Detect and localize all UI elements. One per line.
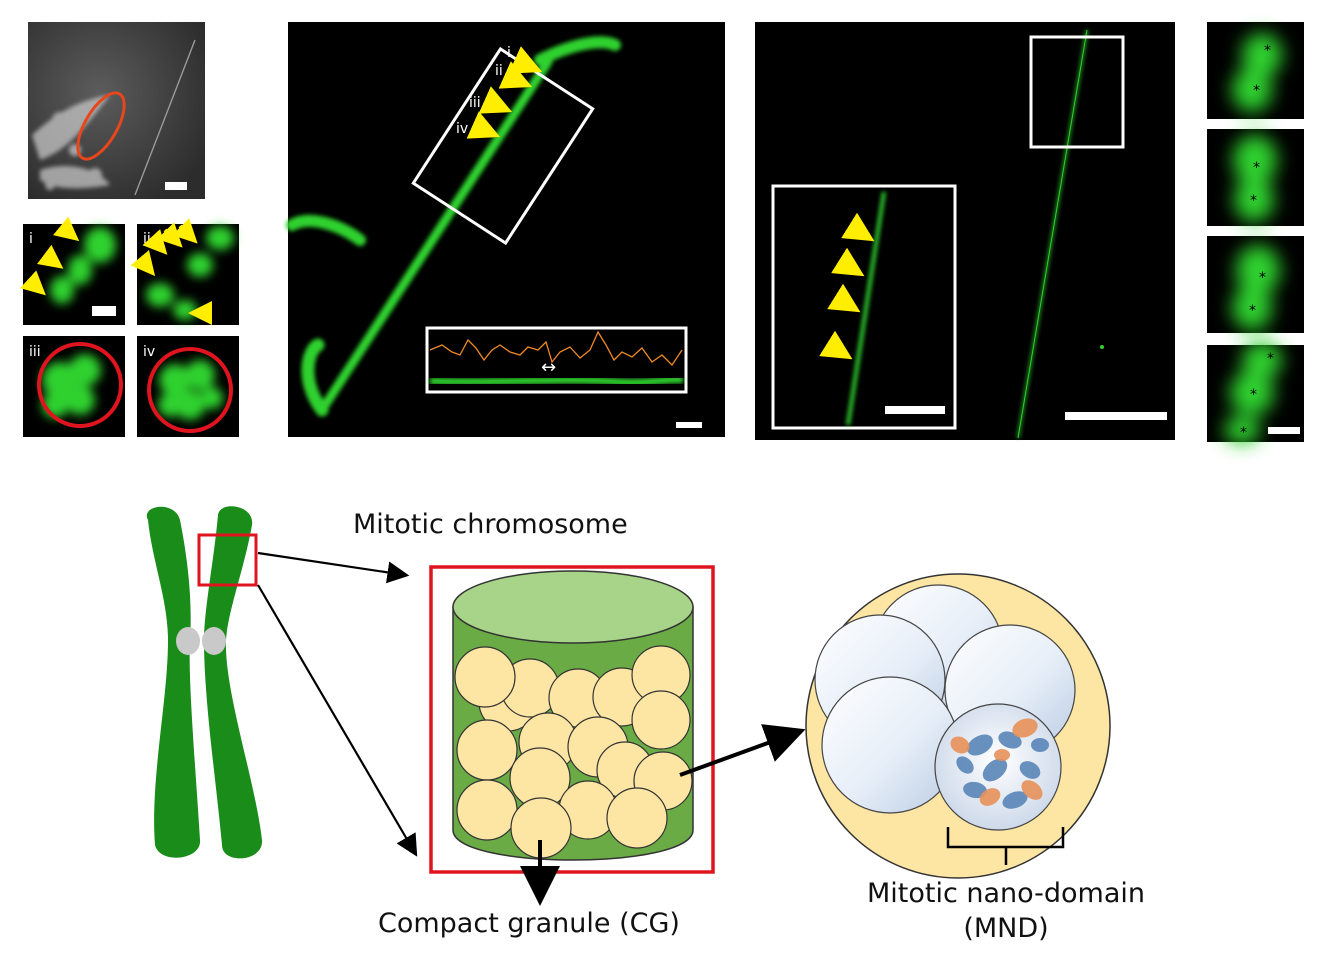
scale-bar — [92, 306, 116, 316]
scale-bar — [165, 182, 187, 190]
inset-panel-iv: iv — [137, 336, 239, 437]
chromosome-schematic — [146, 506, 263, 859]
compact-granule-label: Compact granule (CG) — [378, 908, 680, 939]
arrow-label-i: i — [507, 45, 511, 61]
cylinder-frame — [429, 565, 715, 874]
arrow-to-granule-detail — [679, 724, 806, 777]
dot-marker: * — [1253, 160, 1260, 176]
scale-bar — [1268, 427, 1300, 434]
arrow-to-cylinder — [257, 551, 410, 584]
scale-bar — [885, 406, 945, 414]
panel-label-iv: iv — [143, 344, 155, 360]
dot-marker: * — [1253, 83, 1260, 99]
inset-panel-ii: ii — [130, 218, 239, 325]
long-fiber-panel — [755, 22, 1175, 440]
granule-circle — [147, 347, 233, 433]
dot-marker: * — [1249, 303, 1256, 319]
granule-tile: * * — [1207, 129, 1304, 226]
chromosome-roi-box — [197, 533, 258, 587]
inset-panel-iii: iii — [23, 336, 125, 437]
nucleosome-cluster — [950, 718, 1049, 809]
granule-tile: * * — [1207, 22, 1304, 119]
arrow-label-iv: iv — [456, 121, 468, 137]
zoom-inset — [771, 184, 957, 430]
main-chromosome-panel: i ii iii iv ↔ — [286, 22, 725, 437]
dot-marker: * — [1240, 425, 1247, 441]
dot-marker: * — [1250, 387, 1257, 403]
cylinder-top — [452, 570, 694, 644]
arrow-to-cylinder-bottom — [257, 584, 418, 857]
overview-roi-ellipse — [76, 91, 126, 161]
granule-detail — [805, 573, 1111, 879]
profile-width-marker: ↔ — [541, 357, 556, 378]
roi-box — [1029, 35, 1125, 149]
dot-marker: * — [1267, 351, 1274, 367]
dot-marker: * — [1259, 270, 1266, 286]
overview-panel — [28, 22, 205, 199]
centromere — [202, 627, 226, 655]
panel-label-i: i — [29, 231, 33, 247]
chromatin-cylinder — [429, 565, 715, 874]
granule-circle — [37, 342, 123, 428]
granule-tiles: * * * * * * * * * — [1207, 22, 1304, 444]
mitotic-chromosome-label: Mitotic chromosome — [353, 509, 628, 540]
compact-granules — [454, 645, 693, 859]
scale-bar — [1065, 412, 1167, 420]
domain-bracket — [946, 827, 1065, 865]
panel-label-iii: iii — [29, 344, 41, 360]
intensity-profile — [429, 330, 683, 367]
dot-marker: * — [1264, 43, 1271, 59]
arrow-label-iii: iii — [469, 95, 481, 111]
scale-bar — [676, 422, 702, 428]
inset-panel-i: i — [20, 216, 125, 325]
mnd-label-line2: (MND) — [963, 913, 1048, 944]
roi-box — [411, 46, 595, 246]
mnd-label-line1: Mitotic nano-domain — [867, 878, 1145, 909]
arrow-label-ii: ii — [495, 63, 503, 79]
panel-label-ii: ii — [143, 231, 151, 247]
centromere — [176, 627, 200, 655]
granule-tile: * * * — [1207, 342, 1304, 444]
granule-tile: * * — [1207, 236, 1304, 333]
dot-marker: * — [1250, 193, 1257, 209]
